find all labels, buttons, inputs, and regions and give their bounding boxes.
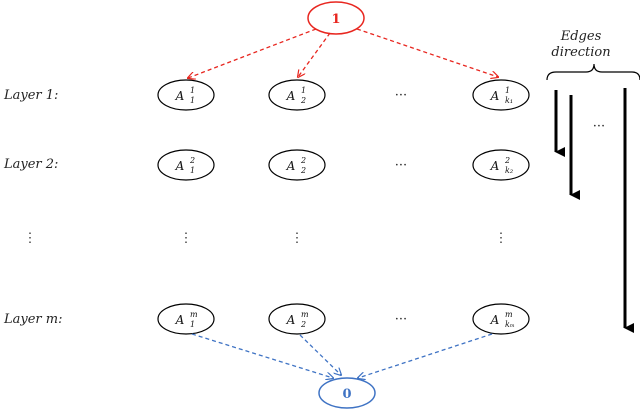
svg-text:m: m: [190, 310, 198, 319]
svg-text:A: A: [490, 89, 500, 103]
svg-text:1: 1: [301, 86, 306, 95]
layer-2-ellipsis: ···: [395, 158, 407, 173]
svg-text:A: A: [175, 159, 185, 173]
source-node: 1: [307, 1, 365, 35]
svg-text:A: A: [490, 313, 500, 327]
svg-text:k₂: k₂: [505, 166, 513, 175]
curly-brace: [546, 63, 640, 81]
edge-source-a11: [188, 28, 317, 78]
sink-node: 0: [318, 377, 376, 409]
source-label: 1: [331, 12, 340, 27]
layer-1-node-k: A 1 k₁: [472, 79, 530, 111]
svg-text:A: A: [490, 159, 500, 173]
svg-text:2: 2: [189, 156, 195, 165]
svg-text:kₘ: kₘ: [505, 320, 515, 329]
layer-m-node-k: A m kₘ: [472, 303, 530, 335]
direction-arrows-ellipsis: ···: [593, 119, 605, 134]
vertical-ellipsis-labels: ⋮: [24, 231, 37, 246]
edges-direction-title-line1: Edges: [560, 29, 602, 44]
svg-text:2: 2: [300, 320, 306, 329]
layer-m-ellipsis: ···: [395, 312, 407, 327]
svg-text:1: 1: [505, 86, 510, 95]
svg-text:1: 1: [190, 86, 195, 95]
source-edges: [188, 28, 498, 78]
svg-text:A: A: [175, 313, 185, 327]
layer-m-node-2: A m 2: [268, 303, 326, 335]
layer-1-ellipsis: ···: [395, 88, 407, 103]
vertical-ellipsis-col-2: ⋮: [291, 231, 304, 246]
svg-text:2: 2: [300, 96, 306, 105]
svg-text:2: 2: [504, 156, 510, 165]
layer-2-node-k: A 2 k₂: [472, 149, 530, 181]
vertical-ellipsis-col-k: ⋮: [495, 231, 508, 246]
svg-text:A: A: [286, 313, 296, 327]
edge-akm-sink: [358, 333, 493, 378]
layer-2-node-2: A 2 2: [268, 149, 326, 181]
layer-m-label: Layer m:: [3, 312, 62, 327]
svg-text:1: 1: [190, 96, 195, 105]
layer-2-node-1: A 2 1: [157, 149, 215, 181]
layer-1-node-1: A 1 1: [157, 79, 215, 111]
svg-text:k₁: k₁: [505, 96, 513, 105]
svg-text:A: A: [286, 159, 296, 173]
svg-text:2: 2: [300, 156, 306, 165]
svg-text:m: m: [301, 310, 309, 319]
sink-label: 0: [342, 387, 351, 402]
layer-1-node-2: A 1 2: [268, 79, 326, 111]
edge-source-ak1: [356, 28, 498, 77]
svg-text:A: A: [175, 89, 185, 103]
svg-text:1: 1: [190, 166, 195, 175]
edge-source-a21: [298, 32, 331, 77]
vertical-ellipsis-col-1: ⋮: [180, 231, 193, 246]
sink-edges: [191, 333, 493, 378]
edge-a1m-sink: [191, 333, 333, 378]
layer-1-label: Layer 1:: [3, 88, 58, 103]
svg-text:2: 2: [300, 166, 306, 175]
svg-text:A: A: [286, 89, 296, 103]
svg-text:1: 1: [190, 320, 195, 329]
layer-2-label: Layer 2:: [3, 157, 58, 172]
svg-text:m: m: [505, 310, 513, 319]
edges-direction-title-line2: direction: [551, 45, 610, 60]
edge-a2m-sink: [299, 334, 341, 375]
layer-m-node-1: A m 1: [157, 303, 215, 335]
